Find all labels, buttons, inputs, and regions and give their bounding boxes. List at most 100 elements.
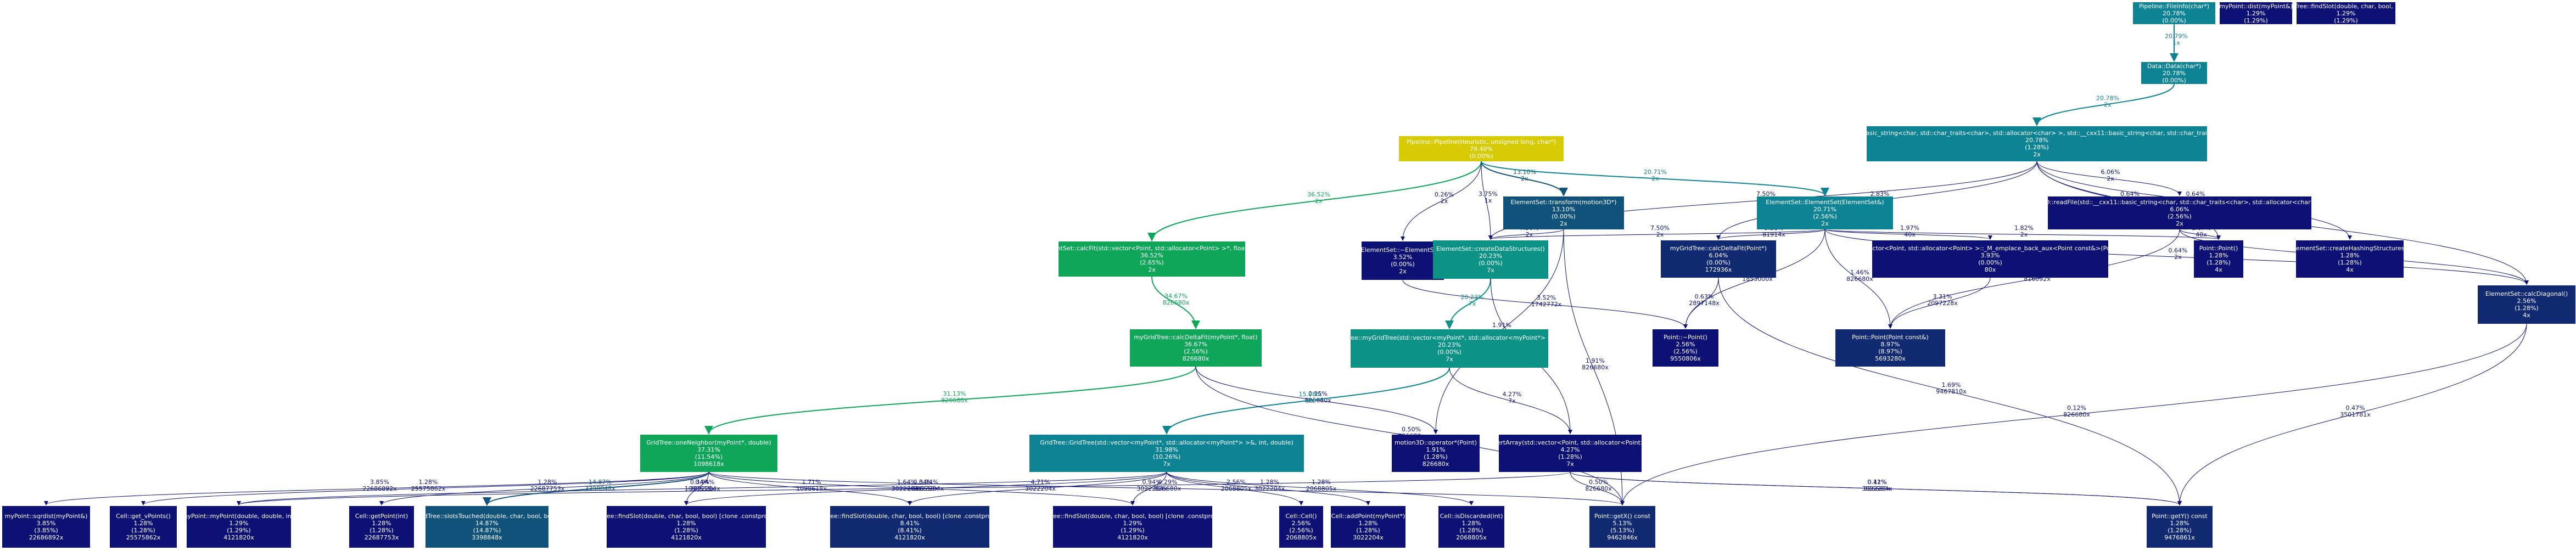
node-stat: 2.56% — [2517, 297, 2536, 305]
edge-label-line: 0.94% — [1143, 479, 1162, 486]
edge-pipeline_ctor-to-elementset_createdatastructures: 3.75%1x — [1479, 161, 1498, 240]
node-stat: 31.98% — [1155, 446, 1178, 453]
node-point_copy[interactable]: Point::Point(Point const&)8.97%(8.97%)56… — [1835, 329, 1945, 367]
node-mygridtree_ctor[interactable]: myGridTree::myGridTree(std::vector<myPoi… — [1351, 329, 1548, 368]
edge-label: 4.27%7x — [1503, 391, 1522, 404]
node-cell_get_vpoints[interactable]: Cell::get_vPoints()1.28%(1.28%)25575862x — [110, 506, 177, 548]
node-gridtree_findslot_const19[interactable]: GridTree::findSlot(double, char, bool, b… — [830, 506, 989, 548]
node-stat: (1.28%) — [674, 527, 698, 534]
node-function-name: myGridTree::calcDeltaFit(myPoint*, float… — [1134, 334, 1258, 341]
node-stat: 1.28% — [1461, 520, 1481, 527]
node-mygridtree_calcdeltafit[interactable]: myGridTree::calcDeltaFit(myPoint*, float… — [1130, 329, 1262, 367]
node-stat: 6.04% — [1709, 252, 1728, 259]
node-cell_cell[interactable]: Cell::Cell()2.56%(2.56%)2068805x — [1279, 506, 1323, 548]
node-convertarray[interactable]: convertArray(std::vector<Point, std::all… — [1499, 435, 1642, 472]
node-elementset_copy[interactable]: ElementSet::ElementSet(ElementSet&)20.71… — [1757, 196, 1893, 229]
node-mypoint_sqrdist[interactable]: myPoint::sqrdist(myPoint&)3.85%(3.85%)22… — [2, 506, 90, 548]
node-cell_getpoint[interactable]: Cell::getPoint(int)1.28%(1.28%)22687753x — [349, 506, 414, 548]
edge-label: 4.71%3022204x — [1025, 479, 1056, 492]
node-stat: 2x — [1560, 220, 1567, 227]
node-gridtree_findslot_top[interactable]: GridTree::findSlot(double, char, bool, b… — [2297, 2, 2395, 24]
node-stat: (2.56%) — [2168, 213, 2192, 220]
node-gridtree_ctor[interactable]: GridTree::GridTree(std::vector<myPoint*,… — [1029, 435, 1304, 472]
edge-line — [1401, 161, 1482, 241]
edge-line — [1888, 277, 1991, 329]
node-pipeline_ctor[interactable]: Pipeline::Pipeline(Heuristic, unsigned l… — [1399, 136, 1564, 161]
node-stat: (2.65%) — [1140, 259, 1164, 266]
node-stat: (2.56%) — [1673, 348, 1698, 355]
node-stat: 4x — [2215, 266, 2222, 273]
edge-label-line: 1.69% — [1942, 381, 1961, 389]
node-elementset_calcfit[interactable]: ElementSet::calcFit(std::vector<Point, s… — [1059, 241, 1245, 277]
edge-elementset_ctor_str-to-plyio_readfile: 6.06%2x — [2036, 161, 2182, 196]
node-stat: 1.91% — [1426, 446, 1446, 453]
node-gridtree_slotstouched[interactable]: GridTree::slotsTouched(double, char, boo… — [425, 506, 548, 548]
node-data_data[interactable]: Data::Data(char*)20.78%(0.00%) — [2141, 62, 2207, 84]
edge-convertarray-to-point_getx: 0.50%826680x — [1570, 471, 1625, 505]
node-function-name: Cell::Cell() — [1285, 513, 1317, 520]
node-stat: 14.87% — [475, 520, 499, 527]
node-stat: (8.41%) — [898, 527, 922, 534]
node-vector_emplace_back[interactable]: void std::vector<Point, std::allocator<P… — [1872, 240, 2108, 278]
node-stat: 20.78% — [2163, 9, 2186, 17]
edge-gridtree_ctor-to-gridtree_findslot_const19: 4.71%3022204x — [908, 471, 1167, 505]
edge-line — [1718, 277, 2182, 505]
edge-line — [379, 471, 709, 505]
edge-label: 1.69%9467810x — [1936, 381, 1967, 395]
node-elementset_transform[interactable]: ElementSet::transform(motion3D*)13.10%(0… — [1503, 196, 1624, 229]
edge-pipe_fileinfo-to-data_data: 20.79%1x — [2165, 24, 2188, 62]
node-function-name: GridTree::findSlot(double, char, bool, b… — [607, 513, 766, 520]
edge-line — [1147, 161, 1482, 241]
node-stat: 20.23% — [1438, 341, 1461, 348]
node-cell_addpoint[interactable]: Cell::addPoint(myPoint*)1.28%(1.28%)3022… — [1331, 506, 1405, 548]
edge-gridtree_ctor-to-cell_addpoint: 1.28%3022204x — [1166, 471, 1370, 505]
node-stat: 7x — [1487, 267, 1494, 274]
node-gridtree_oneneighbor[interactable]: GridTree::oneNeighbor(myPoint*, double)3… — [640, 435, 777, 472]
edge-line — [708, 471, 1625, 505]
node-elementset_ctor_str[interactable]: ElementSet::ElementSet(std::__cxx11::bas… — [1867, 126, 2207, 161]
edge-label-line: 826680x — [941, 397, 968, 404]
node-elementset_calcdiagonal[interactable]: ElementSet::calcDiagonal()2.56%(1.28%)4x — [2478, 285, 2575, 324]
node-motion3d_operator[interactable]: motion3D::operator*(Point)1.91%(1.28%)82… — [1392, 435, 1480, 472]
edge-line — [1151, 276, 1200, 329]
node-function-name: myPoint::dist(myPoint&) — [2220, 2, 2292, 10]
node-point_dtor[interactable]: Point::~Point()2.56%(2.56%)9550806x — [1653, 329, 1718, 367]
node-stat: 1.28% — [676, 520, 696, 527]
edge-elementset_calcdiagonal-to-point_gety: 0.47%3501781x — [2177, 323, 2527, 505]
edge-label: 20.79%1x — [2165, 33, 2188, 47]
edge-label-line: 2x — [2104, 102, 2112, 109]
node-elementset_dtor[interactable]: ElementSet::~ElementSet()3.52%(0.00%)2x — [1362, 241, 1444, 280]
node-function-name: Point::getY() const — [2152, 513, 2208, 520]
node-stat: 25575862x — [126, 534, 161, 541]
node-cell_isdiscarded[interactable]: Cell::isDiscarded(int)1.28%(1.28%)206880… — [1438, 506, 1504, 548]
edge-label-line: 3022204x — [1862, 485, 1892, 492]
node-gridtree_findslot_const17[interactable]: GridTree::findSlot(double, char, bool, b… — [1053, 506, 1212, 548]
node-plyio_readfile[interactable]: PlyIO::readFile(std::__cxx11::basic_stri… — [2048, 196, 2311, 229]
edge-elementset_calcfit-to-mygridtree_calcdeltafit: 34.67%826680x — [1151, 276, 1200, 329]
node-elementset_createhashing[interactable]: ElementSet::createHashingStructures()1.2… — [2296, 240, 2404, 278]
node-elementset_createdatastructures[interactable]: ElementSet::createDataStructures()20.23%… — [1433, 240, 1548, 279]
node-pipe_fileinfo[interactable]: Pipeline::FileInfo(char*)20.78%(0.00%) — [2133, 2, 2215, 24]
node-function-name: Point::getX() const — [1594, 513, 1651, 520]
node-stat: (0.00%) — [1391, 261, 1415, 268]
edge-label-line: 3022204x — [1025, 485, 1056, 492]
edge-line — [1888, 229, 2180, 329]
edge-label-line: 1.91% — [1492, 322, 1511, 329]
edge-label-line: 0.41% — [1868, 479, 1887, 486]
node-mypoint_ctor[interactable]: myPoint::myPoint(double, double, int)1.2… — [187, 506, 291, 548]
node-stat: (1.29%) — [227, 527, 251, 534]
node-function-name: Point::Point() — [2199, 245, 2238, 252]
edge-label-line: 1.97% — [1900, 224, 1919, 232]
node-mypoint_dist[interactable]: myPoint::dist(myPoint&)1.29%(1.29%) — [2220, 2, 2292, 24]
edge-line — [1449, 367, 1572, 434]
node-mygridtree_calcdeltafit_top[interactable]: myGridTree::calcDeltaFit(Point*)6.04%(0.… — [1661, 240, 1776, 278]
edge-label-line: 1.28% — [1260, 479, 1279, 486]
node-function-name: myGridTree::myGridTree(std::vector<myPoi… — [1351, 334, 1548, 341]
node-stat: 22687753x — [364, 534, 399, 541]
node-point_point[interactable]: Point::Point()1.28%(1.28%)4x — [2194, 240, 2243, 278]
edge-mygridtree_calcdeltafit-to-gridtree_oneneighbor: 31.13%826680x — [704, 366, 1196, 435]
edge-line — [2177, 323, 2527, 505]
node-gridtree_findslot_const16[interactable]: GridTree::findSlot(double, char, bool, b… — [607, 506, 766, 548]
